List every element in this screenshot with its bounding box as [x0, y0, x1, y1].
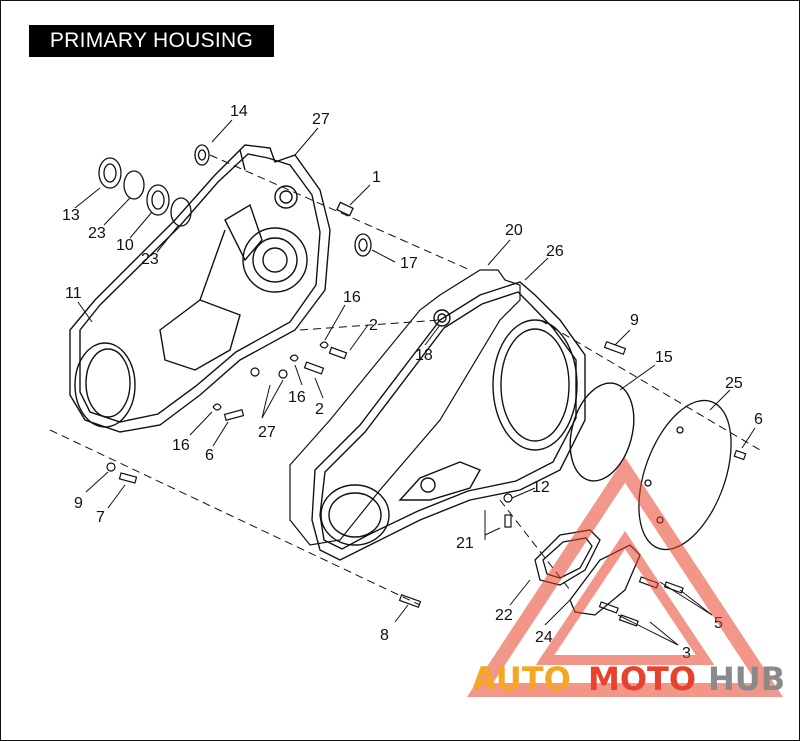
- diagram-title: PRIMARY HOUSING: [29, 25, 274, 57]
- o-ring: [569, 382, 635, 482]
- callout-number: 17: [400, 255, 418, 272]
- callout-number: 16: [343, 289, 361, 306]
- callout-number: 25: [725, 375, 743, 392]
- inner-primary-housing: [69, 144, 331, 433]
- callout-number: 27: [312, 111, 330, 128]
- callout-number: 10: [116, 237, 134, 254]
- callout-number: 16: [288, 389, 306, 406]
- callout-number: 9: [630, 312, 639, 329]
- callout-number: 20: [505, 222, 523, 239]
- callout-number: 3: [682, 645, 691, 662]
- callout-number: 1: [372, 169, 381, 186]
- callout-number: 6: [754, 411, 763, 428]
- primary-gasket: [289, 269, 521, 546]
- callout-number: 23: [88, 225, 106, 242]
- leader-lines: [74, 119, 756, 646]
- watermark-text: AUTO MOTO HUB: [472, 660, 785, 698]
- callout-number: 18: [415, 347, 433, 364]
- watermark-part2: MOTO: [588, 660, 696, 698]
- callout-number: 2: [315, 401, 324, 418]
- callout-number: 16: [172, 437, 190, 454]
- watermark-part3: HUB: [708, 660, 785, 698]
- callout-numbers: 14 27 1 13 23 10 23 17 11 16 2 18 20 26 …: [62, 103, 763, 662]
- callout-number: 7: [96, 509, 105, 526]
- callout-number: 6: [205, 447, 214, 464]
- callout-number: 26: [546, 243, 564, 260]
- derby-cover: [638, 399, 732, 551]
- callout-number: 14: [230, 103, 248, 120]
- callout-number: 2: [369, 317, 378, 334]
- callout-number: 13: [62, 207, 80, 224]
- callout-number: 15: [655, 349, 673, 366]
- callout-number: 27: [258, 424, 276, 441]
- bearings: [98, 144, 372, 257]
- callout-number: 8: [380, 627, 389, 644]
- fasteners: [106, 340, 747, 627]
- callout-number: 9: [74, 495, 83, 512]
- callout-number: 11: [65, 285, 82, 302]
- watermark-part1: AUTO: [472, 660, 571, 698]
- watermark-logo: [467, 457, 783, 697]
- callout-number: 21: [456, 535, 474, 552]
- outer-primary-cover: [311, 281, 586, 561]
- callout-number: 22: [495, 607, 513, 624]
- callout-number: 24: [535, 629, 553, 646]
- callout-number: 12: [532, 479, 550, 496]
- callout-number: 23: [141, 251, 159, 268]
